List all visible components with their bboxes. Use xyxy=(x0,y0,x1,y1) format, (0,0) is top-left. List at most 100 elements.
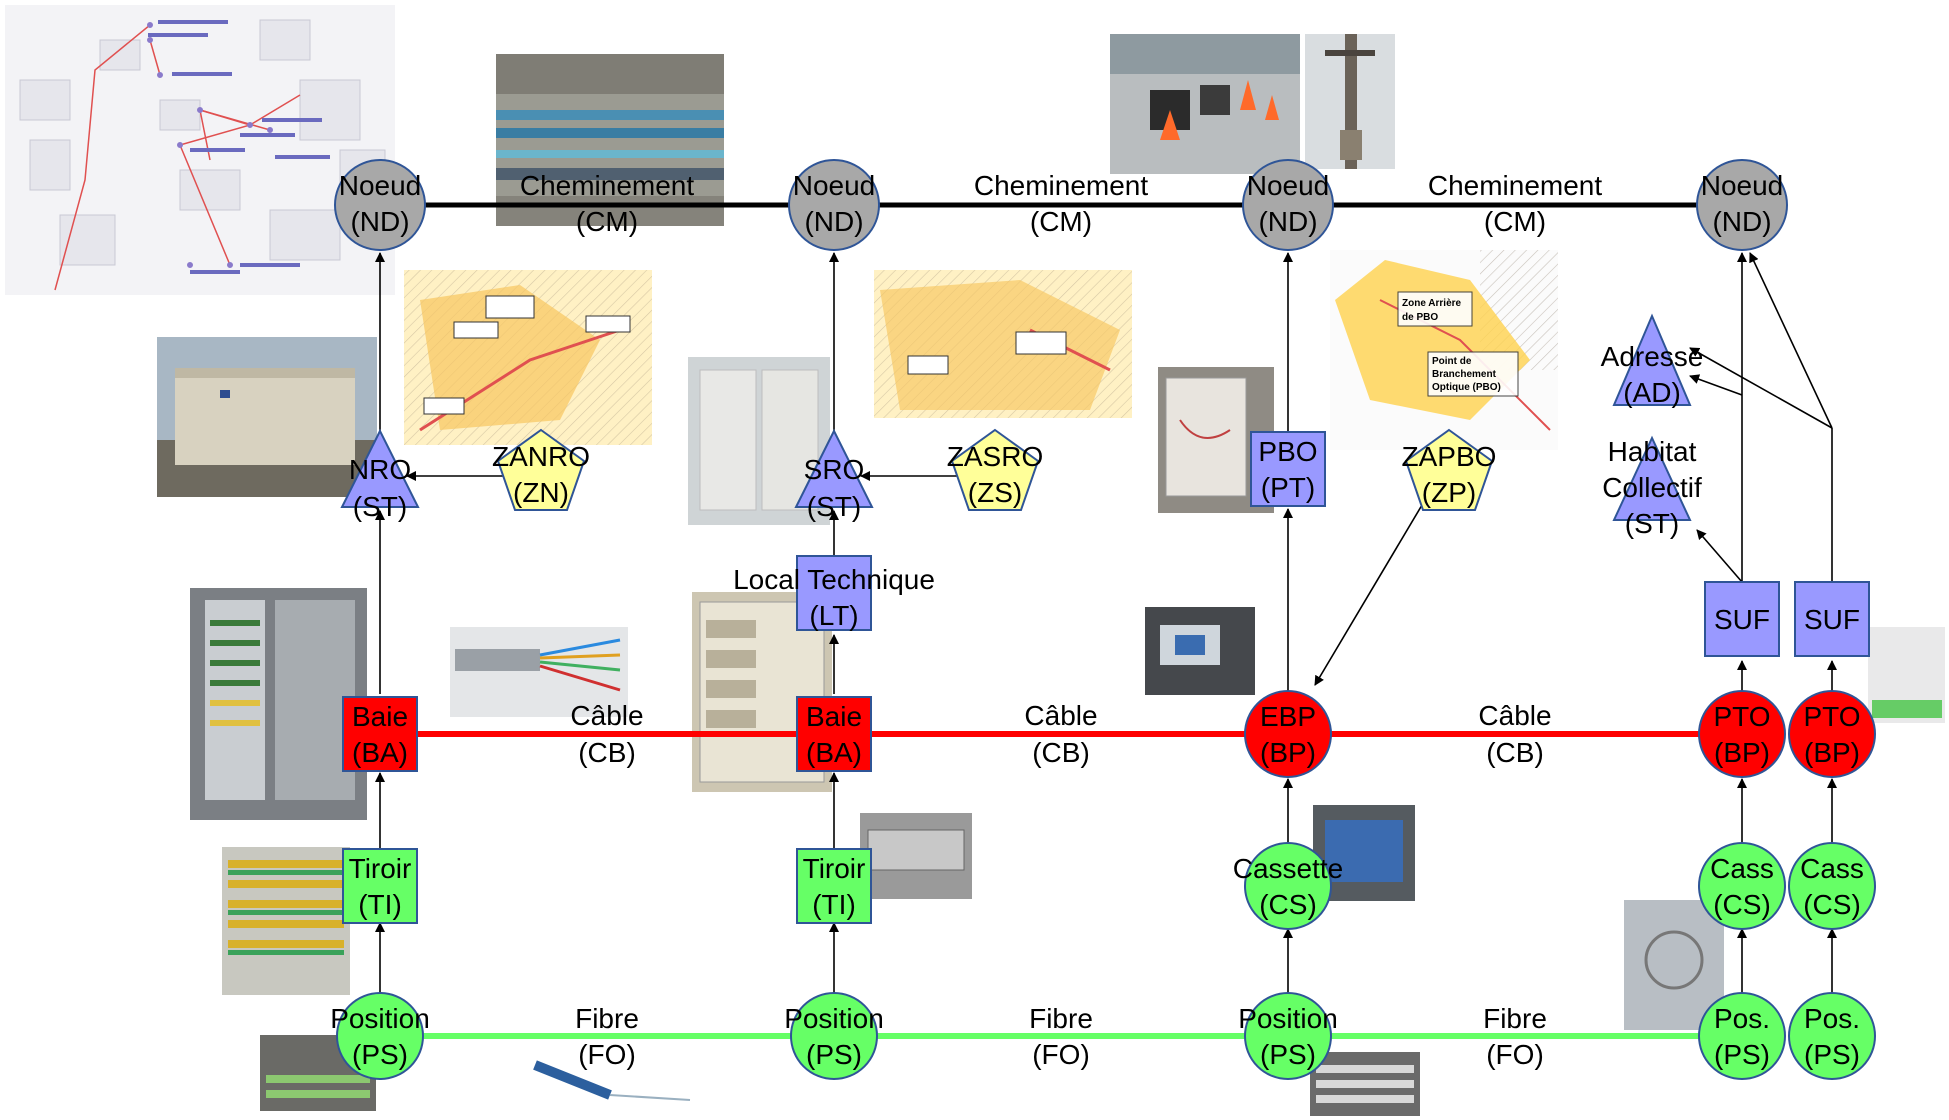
point-branchement-line2: Branchement xyxy=(1432,369,1497,380)
pos-label: Pos. xyxy=(1804,1003,1860,1034)
baie-label: Baie xyxy=(806,701,862,732)
pbo-node: PBO (PT) xyxy=(1250,431,1326,507)
cheminement-code: (CM) xyxy=(1030,206,1092,237)
fibre-label: Fibre xyxy=(1029,1003,1093,1034)
fibre-code: (FO) xyxy=(1486,1039,1544,1070)
cass-code: (CS) xyxy=(1803,889,1861,920)
zapbo-label: ZAPBO xyxy=(1402,441,1497,472)
cable-code: (CB) xyxy=(1486,737,1544,768)
ebp-code: (BP) xyxy=(1260,737,1316,768)
position-label: Position xyxy=(784,1003,884,1034)
zapbo-code: (ZP) xyxy=(1422,477,1476,508)
habitat-code: (ST) xyxy=(1625,508,1679,539)
sro-site-node: SRO (ST) xyxy=(794,428,874,522)
zanro-code: (ZN) xyxy=(513,477,569,508)
position-code: (PS) xyxy=(806,1039,862,1070)
adresse-node: Adresse (AD) xyxy=(1601,313,1704,408)
position-label: Position xyxy=(1238,1003,1338,1034)
noeud-label: Noeud xyxy=(1701,170,1784,201)
nro-label: NRO xyxy=(349,454,411,485)
fibre-label: Fibre xyxy=(575,1003,639,1034)
zasro-map-thumbnail xyxy=(874,270,1132,418)
cassette-label: Cassette xyxy=(1233,853,1344,884)
zone-arriere-pbo-line2: de PBO xyxy=(1402,312,1438,323)
suf-label: SUF xyxy=(1804,604,1860,635)
ebp-label: EBP xyxy=(1260,701,1316,732)
cheminement-code: (CM) xyxy=(1484,206,1546,237)
pto-photo xyxy=(1868,627,1945,723)
zapbo-map-thumbnail: Zone Arrière de PBO Point de Branchement… xyxy=(1330,250,1558,450)
drawer-rack-photo xyxy=(222,847,350,995)
position-node: Position (PS) xyxy=(330,992,430,1080)
cassette-node: Cassette (CS) xyxy=(1233,842,1344,930)
pbo-photo xyxy=(1158,367,1274,513)
position-code: (PS) xyxy=(1260,1039,1316,1070)
cable-label: Câble xyxy=(1478,700,1551,731)
drawer-photo xyxy=(860,813,972,899)
pto-node: PTO (BP) xyxy=(1698,690,1786,778)
tiroir-node: Tiroir (TI) xyxy=(342,848,418,924)
zone-arriere-pbo-line1: Zone Arrière xyxy=(1402,298,1462,309)
position-code: (PS) xyxy=(352,1039,408,1070)
baie-node: Baie (BA) xyxy=(796,696,872,772)
pos-code: (PS) xyxy=(1714,1039,1770,1070)
sro-code: (ST) xyxy=(807,491,861,522)
zanro-zone-node: ZANRO (ZN) xyxy=(492,428,590,511)
pto-label: PTO xyxy=(1803,701,1860,732)
sro-label: SRO xyxy=(804,454,865,485)
pole-photo xyxy=(1305,34,1395,169)
tiroir-code: (TI) xyxy=(812,889,856,920)
tiroir-node: Tiroir (TI) xyxy=(796,848,872,924)
pos-node: Pos. (PS) xyxy=(1698,992,1786,1080)
noeud-code: (ND) xyxy=(1258,206,1317,237)
cable-label: Câble xyxy=(1024,700,1097,731)
suf-node: SUF xyxy=(1704,581,1780,657)
noeud-node: Noeud (ND) xyxy=(788,159,880,251)
cass-node: Cass (CS) xyxy=(1788,842,1876,930)
adresse-code: (AD) xyxy=(1623,377,1681,408)
patch-panel-photo xyxy=(1310,1052,1420,1116)
habitat-collectif-node: Habitat Collectif (ST) xyxy=(1602,435,1702,539)
pbo-code: (PT) xyxy=(1261,472,1315,503)
baie-code: (BA) xyxy=(352,737,408,768)
noeud-node: Noeud (ND) xyxy=(1696,159,1788,251)
edge-labels: Cheminement (CM) Cheminement (CM) Chemin… xyxy=(520,170,1603,1070)
noeud-label: Noeud xyxy=(793,170,876,201)
noeud-label: Noeud xyxy=(339,170,422,201)
chamber-photo xyxy=(1110,34,1300,174)
fibre-code: (FO) xyxy=(1032,1039,1090,1070)
noeud-code: (ND) xyxy=(804,206,863,237)
habitat-label-2: Collectif xyxy=(1602,472,1702,503)
conduits-photo xyxy=(496,54,724,226)
local-technique-node: Local Technique (LT) xyxy=(733,555,935,631)
cheminement-label: Cheminement xyxy=(1428,170,1603,201)
ebp-node: EBP (BP) xyxy=(1244,690,1332,778)
cheminement-label: Cheminement xyxy=(520,170,695,201)
zasro-code: (ZS) xyxy=(968,477,1022,508)
baie-code: (BA) xyxy=(806,737,862,768)
zasro-zone-node: ZASRO (ZS) xyxy=(947,428,1043,511)
cheminement-code: (CM) xyxy=(576,206,638,237)
suf-label: SUF xyxy=(1714,604,1770,635)
pos-label: Pos. xyxy=(1714,1003,1770,1034)
noeud-node: Noeud (ND) xyxy=(334,159,426,251)
pos-code: (PS) xyxy=(1804,1039,1860,1070)
splice-cassette-photo xyxy=(1624,900,1724,1030)
cass-label: Cass xyxy=(1800,853,1864,884)
pos-node: Pos. (PS) xyxy=(1788,992,1876,1080)
pbo-label: PBO xyxy=(1258,436,1317,467)
nodes: Noeud (ND) Noeud (ND) Noeud (ND) Noeud (… xyxy=(330,159,1876,1080)
cass-node: Cass (CS) xyxy=(1698,842,1786,930)
zanro-label: ZANRO xyxy=(492,441,590,472)
tiroir-label: Tiroir xyxy=(803,853,866,884)
noeud-label: Noeud xyxy=(1247,170,1330,201)
photo-thumbnails: Zone Arrière de PBO Point de Branchement… xyxy=(5,5,1945,1116)
pto-code: (BP) xyxy=(1714,737,1770,768)
cable-label: Câble xyxy=(570,700,643,731)
fibre-code: (FO) xyxy=(578,1039,636,1070)
pto-label: PTO xyxy=(1713,701,1770,732)
adresse-label: Adresse xyxy=(1601,341,1704,372)
zapbo-zone-node: ZAPBO (ZP) xyxy=(1402,428,1497,511)
baie-label: Baie xyxy=(352,701,408,732)
suf-node: SUF xyxy=(1794,581,1870,657)
